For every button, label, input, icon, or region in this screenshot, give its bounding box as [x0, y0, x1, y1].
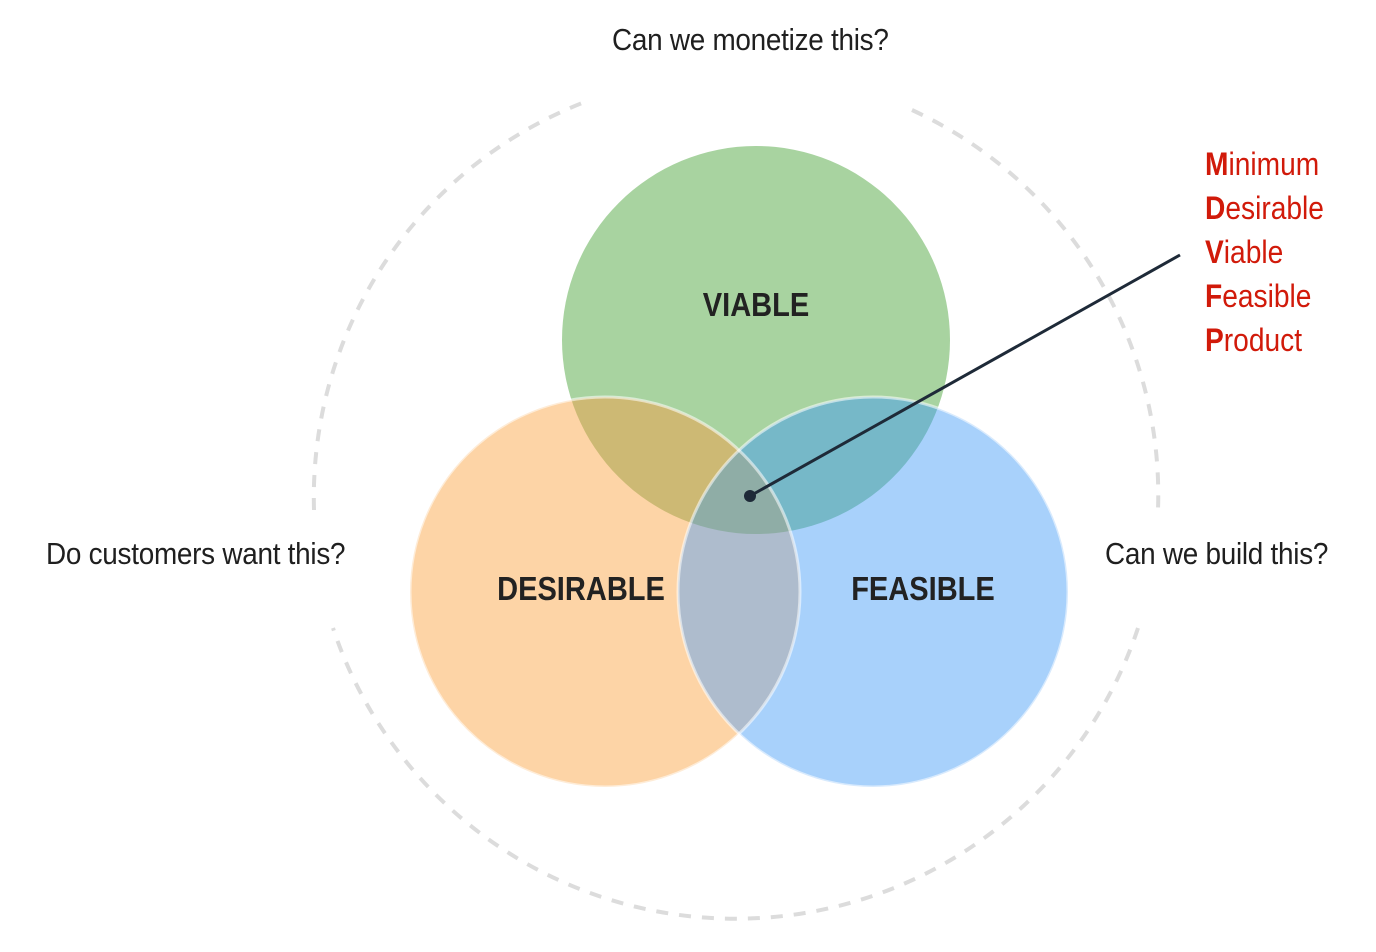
question-customers-want: Do customers want this?	[46, 536, 346, 571]
acronym-initial: D	[1205, 190, 1226, 226]
acronym-rest: easible	[1222, 278, 1312, 314]
acronym-line-desirable: Desirable	[1205, 188, 1324, 232]
label-desirable: DESIRABLE	[497, 570, 665, 607]
outline-feasible	[676, 395, 1070, 789]
acronym-rest: esirable	[1225, 190, 1324, 226]
pointer-dot	[744, 490, 756, 502]
acronym-rest: iable	[1223, 234, 1284, 270]
acronym-initial: F	[1205, 278, 1223, 314]
question-can-build: Can we build this?	[1105, 536, 1329, 571]
acronym-initial: M	[1205, 146, 1229, 182]
label-feasible: FEASIBLE	[851, 570, 995, 607]
pointer-line	[749, 253, 1181, 498]
acronym-rest: inimum	[1228, 146, 1320, 182]
acronym-line-product: Product	[1205, 320, 1324, 364]
outer-ring-segment-top-left	[311, 98, 591, 511]
outer-ring-segment-bottom	[331, 627, 1140, 921]
acronym-initial: V	[1205, 234, 1224, 270]
acronym-rest: roduct	[1223, 322, 1303, 358]
outer-ring-segment-top-right	[911, 108, 1161, 511]
acronym-line-feasible: Feasible	[1205, 276, 1324, 320]
outline-desirable	[408, 395, 802, 789]
mdvp-acronym: Minimum Desirable Viable Feasible Produc…	[1205, 144, 1324, 364]
acronym-initial: P	[1205, 322, 1224, 358]
label-viable: VIABLE	[702, 286, 810, 323]
acronym-line-minimum: Minimum	[1205, 144, 1324, 188]
outer-dashed-ring	[311, 98, 1161, 921]
acronym-line-viable: Viable	[1205, 232, 1324, 276]
question-monetize: Can we monetize this?	[612, 22, 889, 57]
